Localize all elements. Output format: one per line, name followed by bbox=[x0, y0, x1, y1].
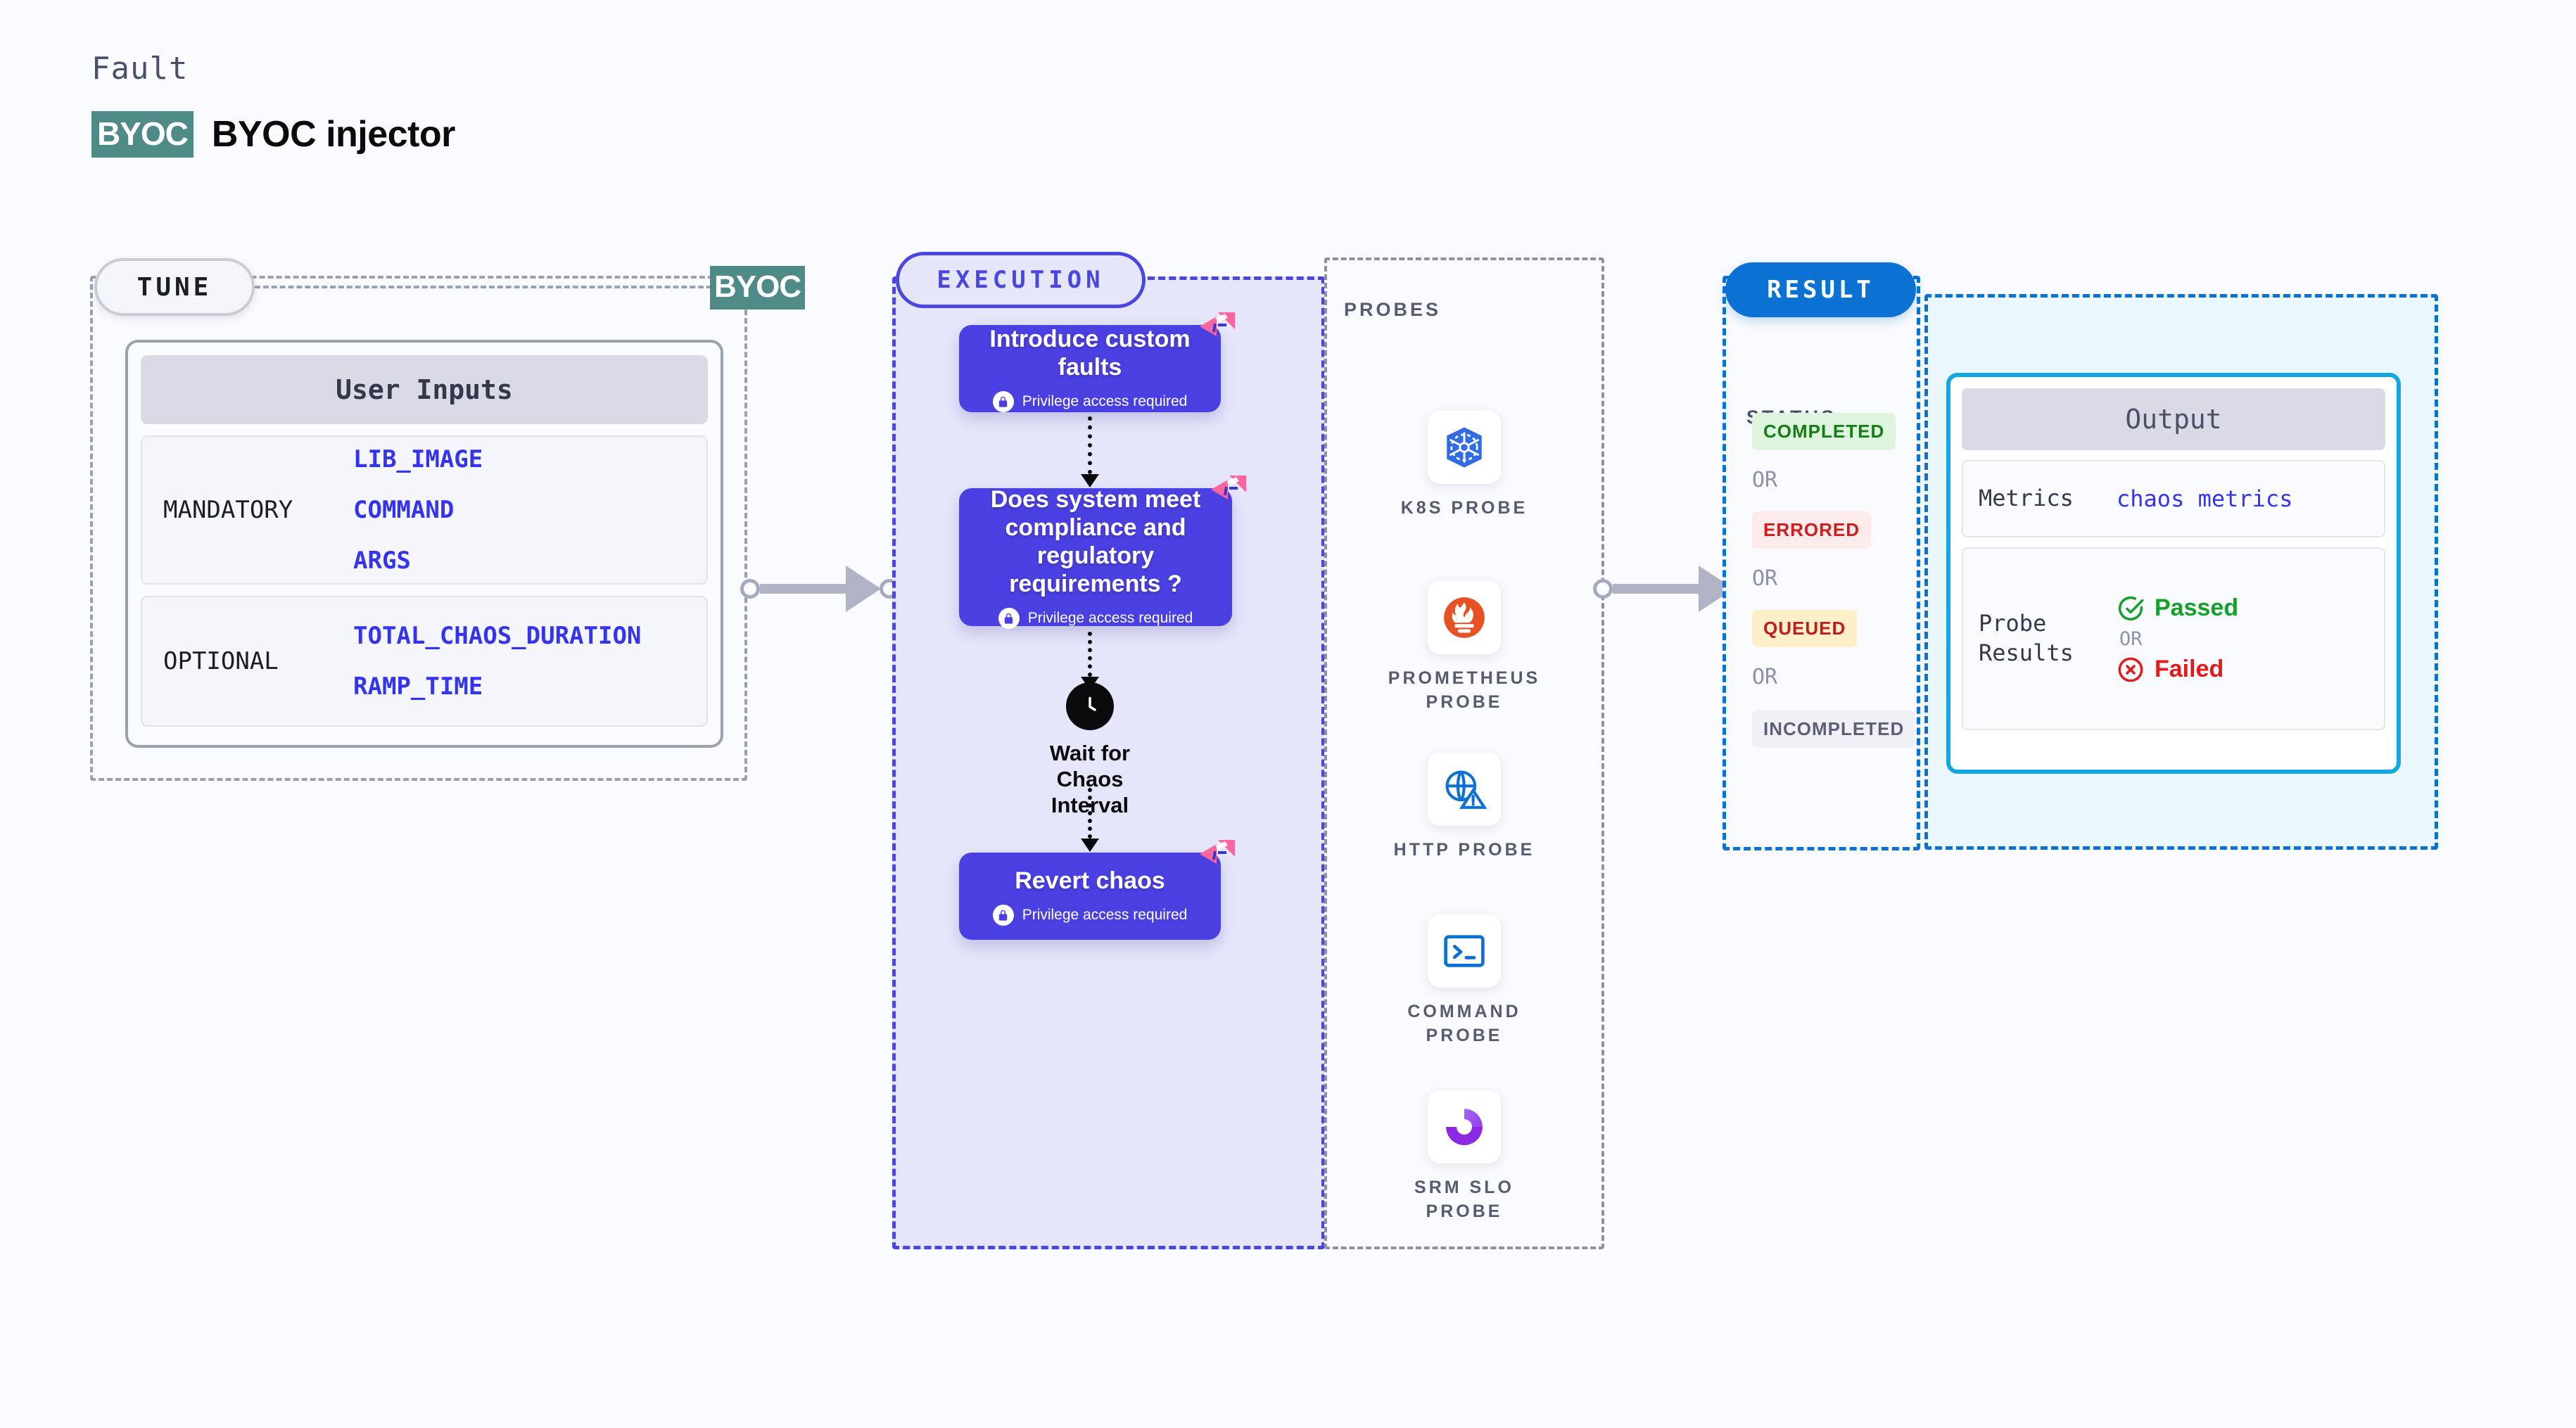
probe-item-srm-slo[interactable]: SRM SLO PROBE bbox=[1380, 1090, 1549, 1224]
mandatory-params-group: MANDATORY LIB_IMAGE COMMAND ARGS bbox=[141, 435, 708, 585]
probe-result-passed: Passed bbox=[2117, 594, 2238, 623]
probe-result-failed: Failed bbox=[2117, 656, 2238, 684]
output-card-title: Output bbox=[1962, 388, 2385, 450]
connector-bar bbox=[760, 584, 847, 594]
terminal-icon bbox=[1428, 914, 1501, 988]
slo-donut-icon bbox=[1428, 1090, 1501, 1164]
lock-icon bbox=[992, 905, 1014, 926]
node-revert-chaos[interactable]: Revert chaos Privilege access required bbox=[959, 840, 1235, 940]
node-wait-for-chaos-interval[interactable]: Wait for Chaos Interval bbox=[1029, 682, 1150, 819]
status-or-3: OR bbox=[1752, 665, 1778, 689]
tune-section-pill[interactable]: TUNE bbox=[94, 258, 255, 316]
arrow-line bbox=[1088, 788, 1092, 839]
connector-bar bbox=[1613, 584, 1700, 594]
optional-params-group: OPTIONAL TOTAL_CHAOS_DURATION RAMP_TIME bbox=[141, 596, 708, 727]
probe-results-values: Passed OR Failed bbox=[2117, 594, 2238, 684]
arrow-tip-icon bbox=[1081, 474, 1099, 487]
status-or-1: OR bbox=[1752, 468, 1778, 492]
check-circle-icon bbox=[2118, 596, 2144, 620]
arrow-tip-icon bbox=[1081, 839, 1099, 852]
lock-icon bbox=[998, 608, 1020, 630]
mandatory-label: MANDATORY bbox=[163, 496, 293, 524]
status-badge-errored: ERRORED bbox=[1752, 511, 1872, 549]
param-ramp-time[interactable]: RAMP_TIME bbox=[353, 672, 483, 701]
x-circle-icon bbox=[2118, 657, 2143, 682]
status-badge-completed: COMPLETED bbox=[1752, 413, 1896, 450]
result-section-pill[interactable]: RESULT bbox=[1725, 262, 1916, 317]
param-lib-image[interactable]: LIB_IMAGE bbox=[353, 445, 483, 473]
privilege-note-text: Privilege access required bbox=[1027, 610, 1193, 627]
tune-section-boundary bbox=[90, 276, 747, 781]
tune-byoc-tag: BYOC bbox=[710, 266, 806, 310]
metrics-value[interactable]: chaos metrics bbox=[2117, 485, 2293, 512]
chaos-badge-icon bbox=[1200, 840, 1235, 864]
probe-label: HTTP PROBE bbox=[1393, 840, 1535, 860]
lock-icon bbox=[992, 391, 1014, 413]
param-args[interactable]: ARGS bbox=[353, 547, 411, 575]
clock-icon bbox=[1066, 682, 1114, 730]
privilege-note: Privilege access required bbox=[992, 905, 1188, 926]
chaos-badge-icon bbox=[1200, 312, 1235, 336]
kubernetes-icon bbox=[1428, 411, 1501, 484]
probe-label: PROMETHEUS PROBE bbox=[1388, 668, 1541, 712]
privilege-note: Privilege access required bbox=[998, 608, 1193, 630]
probe-results-key: Probe Results bbox=[1963, 609, 2117, 668]
status-or-2: OR bbox=[1752, 566, 1778, 591]
node-title: Does system meet compliance and regulato… bbox=[990, 485, 1201, 598]
connector-start-dot bbox=[1593, 579, 1613, 599]
status-badge-queued: QUEUED bbox=[1752, 610, 1858, 647]
result-status-boundary bbox=[1722, 276, 1920, 850]
privilege-note-text: Privilege access required bbox=[1022, 907, 1188, 924]
probe-result-failed-label: Failed bbox=[2155, 656, 2224, 682]
probe-results-key-line1: Probe bbox=[1979, 610, 2047, 637]
output-probe-results-row: Probe Results Passed OR Fai bbox=[1962, 547, 2385, 730]
prometheus-icon bbox=[1428, 581, 1501, 654]
arrow-line bbox=[1088, 416, 1092, 474]
node-compliance-check[interactable]: Does system meet compliance and regulato… bbox=[959, 476, 1246, 630]
page-eyebrow: Fault bbox=[91, 51, 189, 87]
param-total-chaos-duration[interactable]: TOTAL_CHAOS_DURATION bbox=[353, 622, 642, 650]
mandatory-param-list: LIB_IMAGE COMMAND ARGS bbox=[353, 421, 483, 599]
wait-node-label: Wait for Chaos Interval bbox=[1029, 740, 1150, 819]
output-card: Output Metrics chaos metrics Probe Resul… bbox=[1946, 373, 2401, 774]
status-badge-incompleted: INCOMPLETED bbox=[1752, 710, 1916, 748]
globe-warning-icon bbox=[1428, 753, 1501, 826]
execution-section-pill[interactable]: EXECUTION bbox=[896, 252, 1146, 308]
optional-label: OPTIONAL bbox=[163, 647, 279, 675]
node-title: Revert chaos bbox=[1015, 867, 1165, 894]
output-metrics-row: Metrics chaos metrics bbox=[1962, 460, 2385, 537]
probe-results-key-line2: Results bbox=[1979, 639, 2074, 666]
probe-label: SRM SLO PROBE bbox=[1414, 1178, 1514, 1221]
connector-start-dot bbox=[740, 579, 760, 599]
tune-byoc-connector-line bbox=[255, 286, 712, 288]
node-introduce-custom-faults[interactable]: Introduce custom faults Privilege access… bbox=[959, 312, 1235, 413]
probe-item-http[interactable]: HTTP PROBE bbox=[1380, 753, 1549, 862]
param-command[interactable]: COMMAND bbox=[353, 496, 455, 524]
byoc-badge: BYOC bbox=[91, 111, 193, 158]
page-title: BYOC injector bbox=[211, 114, 456, 155]
node-title: Introduce custom faults bbox=[989, 325, 1191, 381]
privilege-note-text: Privilege access required bbox=[1022, 393, 1188, 410]
connector-arrowhead-icon bbox=[846, 566, 881, 612]
probe-result-passed-label: Passed bbox=[2155, 594, 2239, 621]
probe-label: COMMAND PROBE bbox=[1407, 1002, 1521, 1045]
wait-node-label-line1: Wait for Chaos bbox=[1049, 741, 1131, 792]
probe-item-k8s[interactable]: K8S PROBE bbox=[1380, 411, 1549, 521]
user-inputs-card: User Inputs MANDATORY LIB_IMAGE COMMAND … bbox=[125, 340, 723, 748]
execution-section-boundary bbox=[892, 276, 1325, 1249]
probe-result-or: OR bbox=[2119, 627, 2143, 650]
connector-tune-to-execution bbox=[740, 566, 899, 612]
probe-item-command[interactable]: COMMAND PROBE bbox=[1380, 914, 1549, 1048]
probe-item-prometheus[interactable]: PROMETHEUS PROBE bbox=[1380, 581, 1549, 715]
probes-section-title: PROBES bbox=[1344, 299, 1442, 320]
optional-param-list: TOTAL_CHAOS_DURATION RAMP_TIME bbox=[353, 598, 641, 725]
metrics-key: Metrics bbox=[1979, 485, 2074, 512]
arrow-line bbox=[1088, 632, 1092, 677]
user-inputs-title: User Inputs bbox=[141, 355, 708, 424]
page-title-row: BYOC BYOC injector bbox=[91, 111, 455, 158]
probe-label: K8S PROBE bbox=[1400, 498, 1528, 518]
privilege-note: Privilege access required bbox=[992, 391, 1188, 413]
chaos-badge-icon bbox=[1211, 476, 1246, 499]
